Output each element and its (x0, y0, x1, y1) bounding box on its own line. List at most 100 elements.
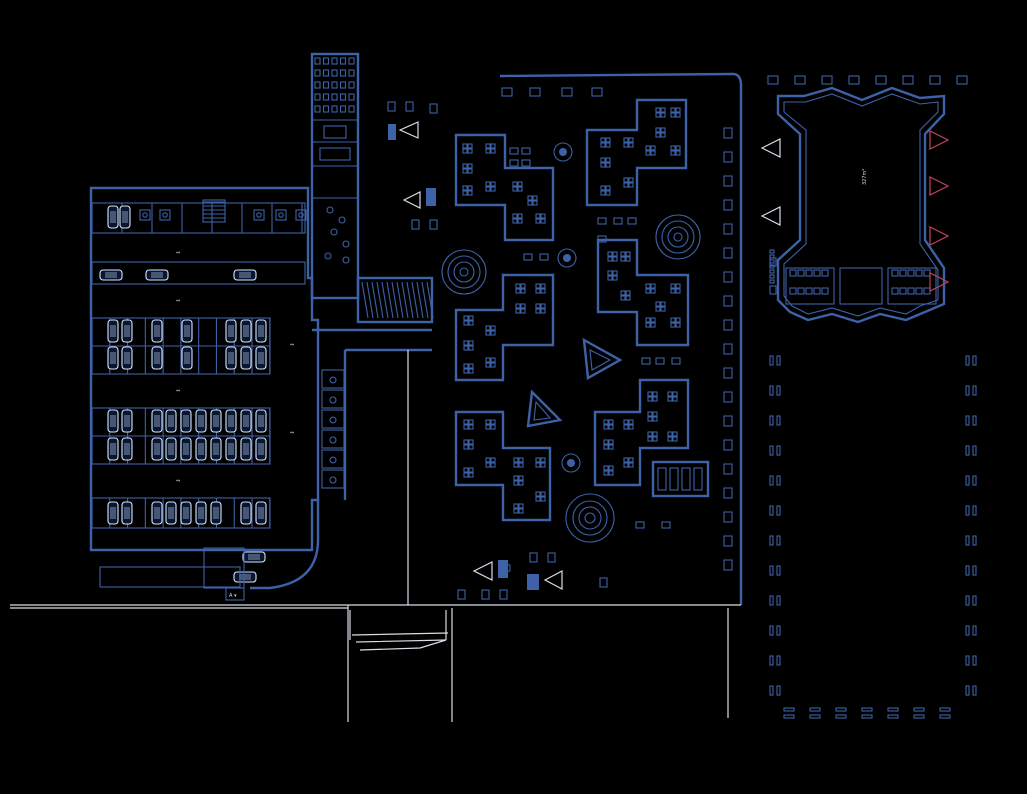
car-icon (242, 551, 266, 563)
car-icon (255, 501, 267, 525)
chair-icon (776, 355, 781, 366)
chair-icon (783, 714, 795, 719)
stool-icon (342, 256, 350, 264)
car-icon (151, 319, 163, 343)
chair-icon (652, 396, 658, 402)
toilet-icon (329, 376, 337, 384)
chair-icon (540, 303, 546, 309)
car-icon (121, 501, 133, 525)
arrow-icon: ⇔ (176, 478, 180, 484)
toilet-cubicles (321, 369, 345, 489)
chair-icon (485, 357, 491, 363)
chair-icon (913, 707, 925, 712)
car-icon (210, 409, 222, 433)
chair-icon (672, 391, 678, 397)
chair-icon (647, 411, 653, 417)
car-icon (165, 437, 177, 461)
car-icon (107, 437, 119, 461)
car-icon (151, 409, 163, 433)
chair-icon (723, 151, 733, 163)
car-icon (255, 319, 267, 343)
toilet-cubicle (321, 449, 345, 469)
chair-icon (723, 319, 733, 331)
toilet-icon (329, 476, 337, 484)
car-window (154, 443, 160, 455)
chair-icon (650, 150, 656, 156)
chair-icon (620, 251, 626, 257)
chair-icon (490, 325, 496, 331)
chair-icon (723, 535, 733, 547)
chair-icon (776, 445, 781, 456)
chair-icon (776, 625, 781, 636)
chair-icon (965, 415, 970, 426)
toilet-icon (329, 396, 337, 404)
chair-icon (723, 511, 733, 523)
chair-icon (540, 288, 546, 294)
chair-icon (769, 355, 774, 366)
chair-icon (518, 457, 524, 463)
chair-icon (650, 317, 656, 323)
triangle-marker (929, 176, 950, 196)
chair-icon (485, 325, 491, 331)
chair-icon (463, 363, 469, 369)
chair-icon (660, 112, 666, 118)
chair-icon (348, 93, 355, 101)
car-window (228, 325, 234, 337)
chair-icon (623, 142, 629, 148)
car-window (168, 507, 174, 519)
chair-icon (723, 367, 733, 379)
chair-icon (645, 288, 651, 294)
chair-icon (809, 707, 821, 712)
chair-icon (490, 330, 496, 336)
chair-icon (635, 521, 645, 529)
chair-icon (628, 142, 634, 148)
chair-icon (387, 101, 396, 112)
car-icon (240, 409, 252, 433)
chair-icon (939, 707, 951, 712)
chair-icon (468, 467, 474, 473)
chair-icon (339, 105, 347, 113)
chair-icon (835, 707, 847, 712)
car-icon (121, 437, 133, 461)
chair-icon (723, 247, 733, 259)
chair-icon (540, 213, 546, 219)
chair-icon (467, 143, 473, 149)
chair-icon (805, 269, 813, 277)
chair-icon (813, 287, 821, 295)
car-icon (210, 501, 222, 525)
svg-text:A ▾: A ▾ (229, 593, 237, 599)
chair-icon (671, 357, 681, 365)
car-window (151, 272, 163, 278)
chair-icon (600, 137, 606, 143)
chair-icon (532, 195, 538, 201)
car-icon (225, 409, 237, 433)
chair-icon (535, 496, 541, 502)
chair-icon (645, 150, 651, 156)
toilet-icon (329, 456, 337, 464)
chair-icon (499, 589, 508, 600)
car-icon (121, 409, 133, 433)
toilet-icon (329, 436, 337, 444)
arrow-icon: ⇔ (290, 430, 294, 436)
chair-icon (776, 685, 781, 696)
chair-icon (667, 431, 673, 437)
chair-icon (348, 57, 355, 65)
chair-icon (314, 69, 321, 77)
chair-icon (513, 480, 519, 486)
chair-icon (625, 251, 631, 257)
chair-icon (723, 271, 733, 283)
chair-icon (490, 419, 496, 425)
chair-icon (597, 217, 607, 225)
chair-icon (769, 655, 774, 666)
chair-icon (520, 288, 526, 294)
chair-icon (797, 287, 805, 295)
parking-garage: ⇔⇔⇔⇔⇔⇔ A ▾ (89, 186, 320, 601)
chair-icon (628, 457, 634, 463)
ramp-hatching (361, 281, 434, 319)
ramp-line (426, 281, 434, 319)
chair-icon (645, 317, 651, 323)
chair-icon (605, 162, 611, 168)
chair-icon (463, 472, 469, 478)
chair-icon (848, 75, 860, 85)
accessible-icon-mark (142, 212, 148, 218)
